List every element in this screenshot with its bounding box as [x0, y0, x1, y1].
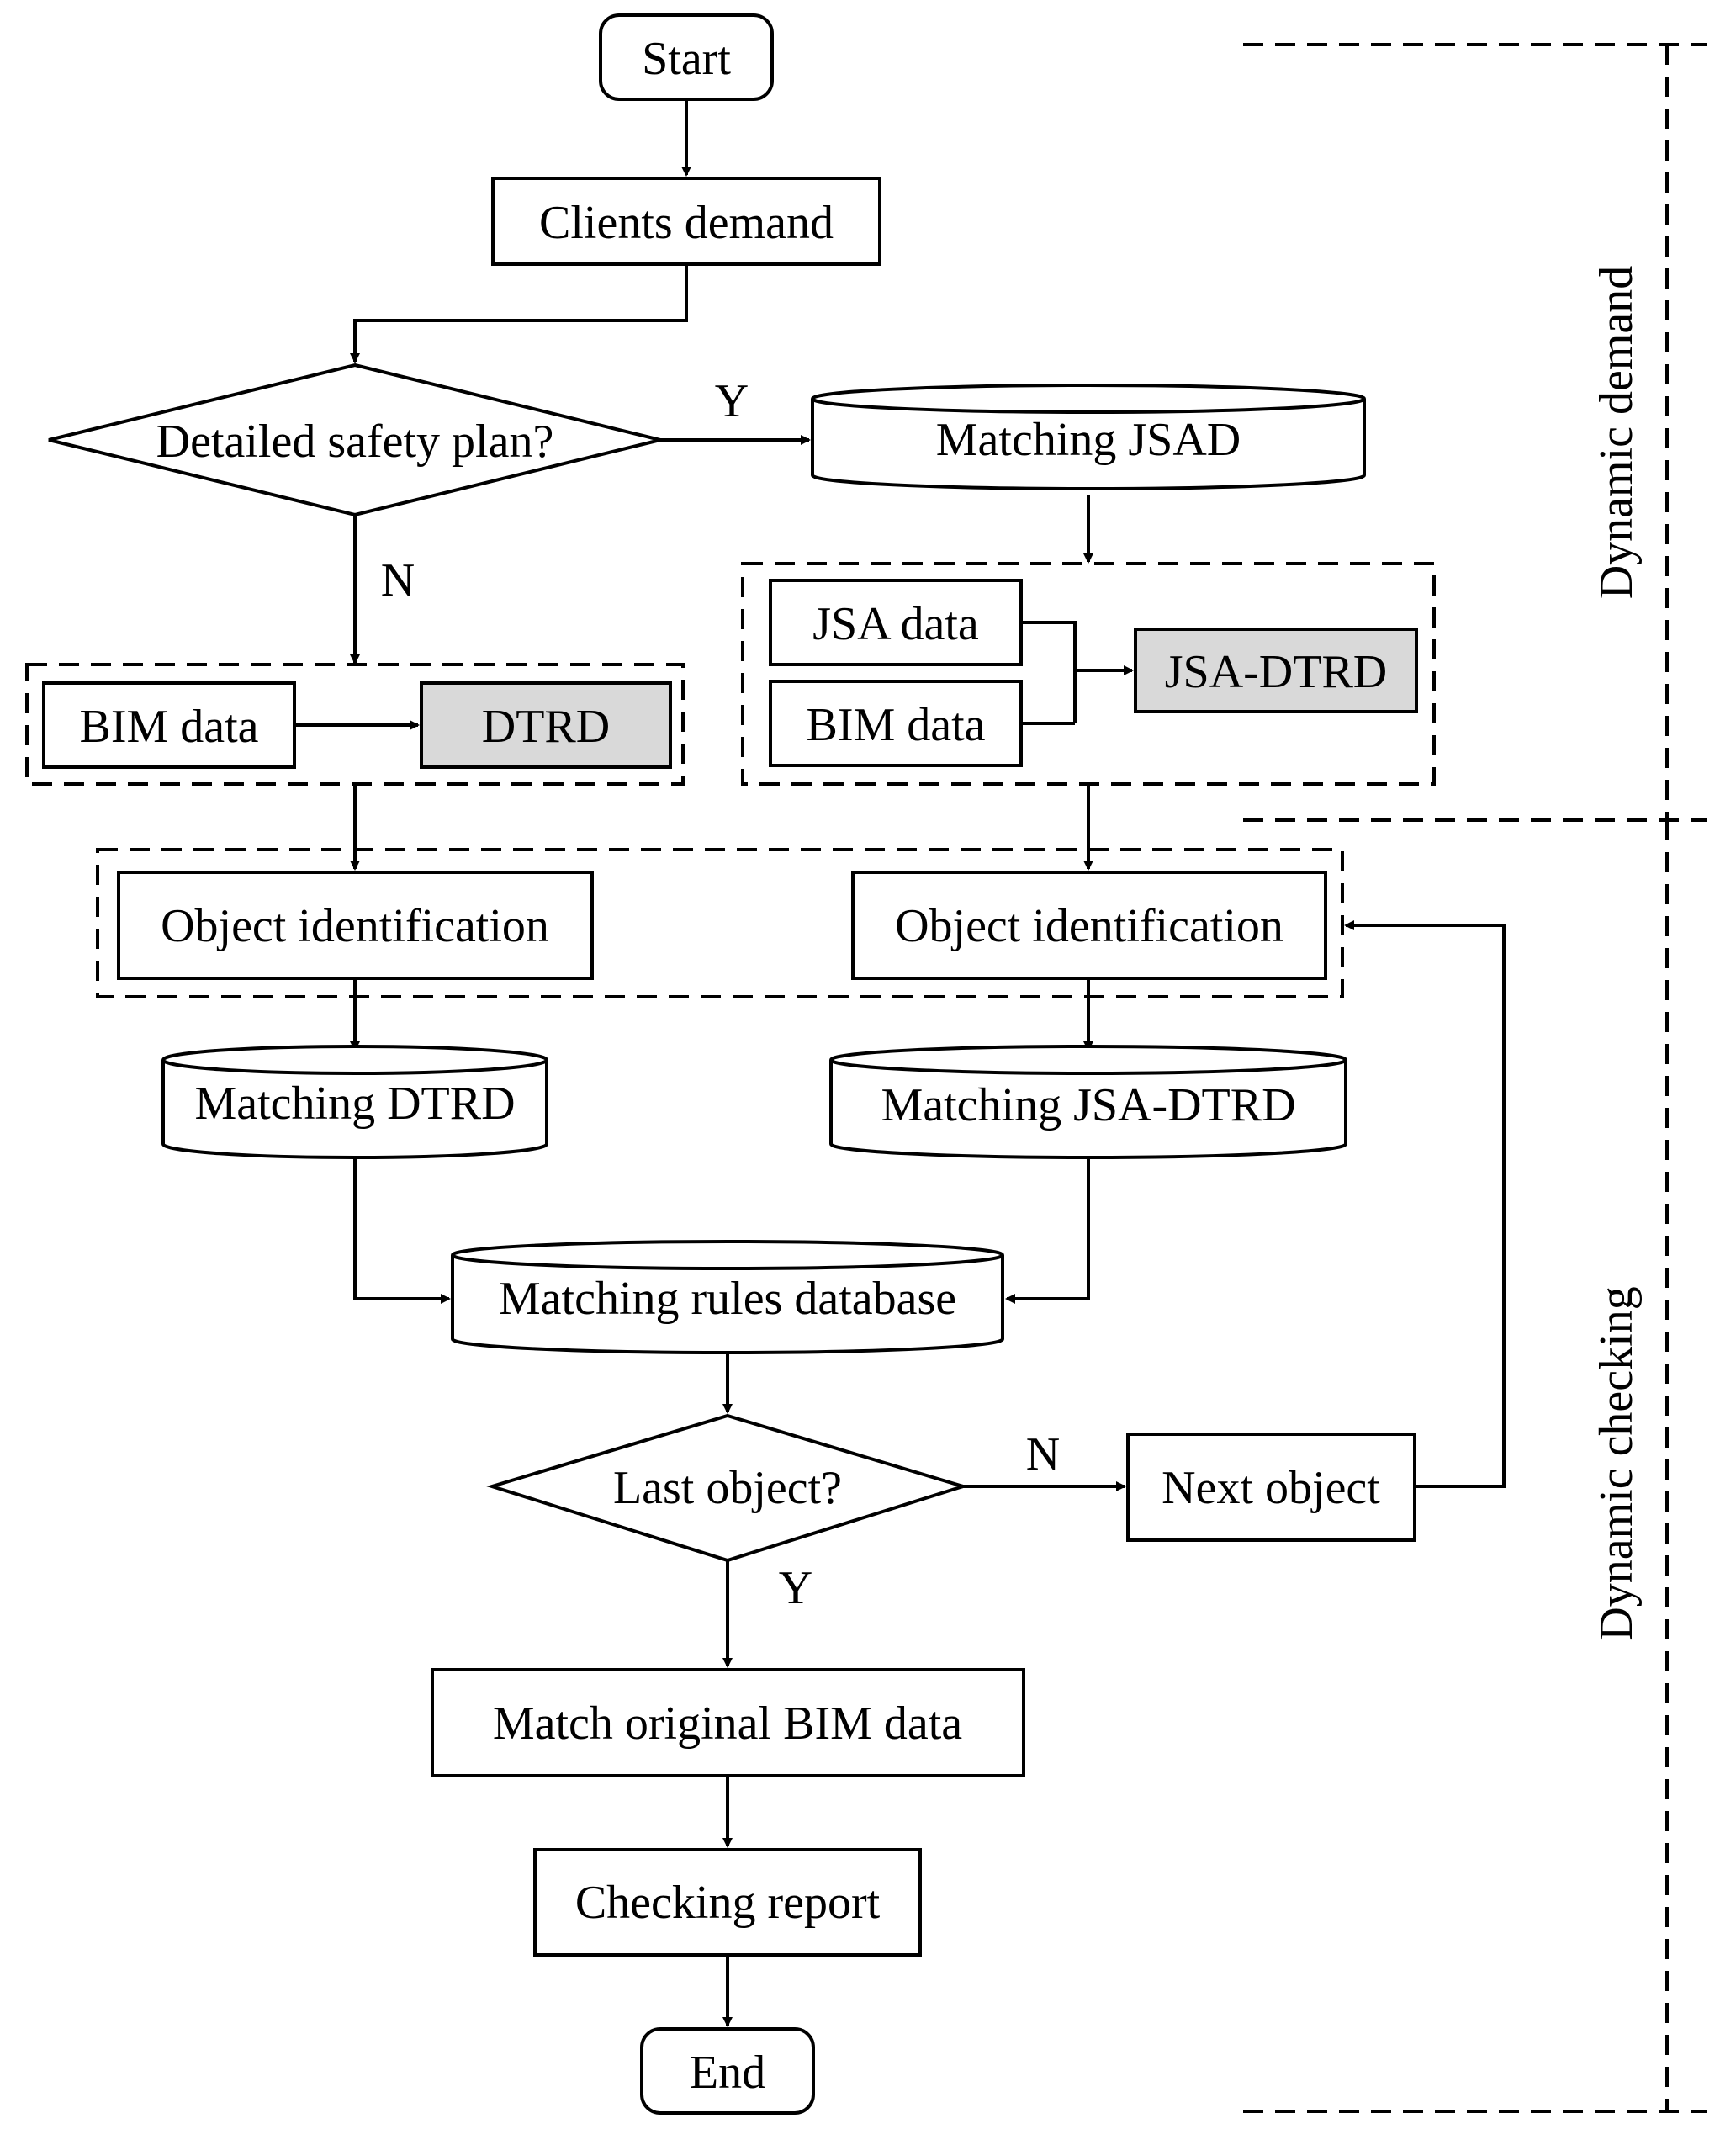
- node-matching-jsad-label: Matching JSAD: [936, 414, 1241, 466]
- node-dtrd: [420, 681, 672, 769]
- node-bim-data-left-label: BIM data: [79, 701, 258, 753]
- node-bim-data-right-label: BIM data: [806, 699, 985, 751]
- node-decision-safety-plan: [48, 363, 661, 517]
- node-clients-demand: [491, 177, 881, 266]
- node-start-label: Start: [642, 33, 731, 85]
- node-decision-last-object-label: Last object?: [613, 1462, 842, 1514]
- node-jsa-dtrd: [1134, 628, 1418, 713]
- node-matching-jsad-top: [811, 384, 1366, 414]
- node-checking-report-label: Checking report: [575, 1877, 881, 1929]
- node-match-original-bim-data-label: Match original BIM data: [493, 1697, 962, 1750]
- group-object-identification: [96, 848, 1344, 998]
- node-dtrd-label: DTRD: [482, 701, 610, 753]
- node-next-object: [1126, 1433, 1416, 1542]
- label-yes-last: Y: [779, 1562, 812, 1614]
- node-matching-jsad: [811, 399, 1366, 490]
- edge-jsa-dtrd-to-rules: [1005, 1157, 1090, 1304]
- section-label-dynamic-checking: Dynamic checking: [1590, 1286, 1643, 1640]
- node-matching-jsa-dtrd: [829, 1060, 1347, 1159]
- node-matching-dtrd-top: [161, 1045, 548, 1075]
- node-jsa-dtrd-label: JSA-DTRD: [1165, 646, 1387, 698]
- node-matching-jsa-dtrd-top: [829, 1045, 1347, 1075]
- node-jsa-data: [769, 579, 1023, 666]
- label-no-last: N: [1026, 1428, 1060, 1480]
- node-clients-demand-label: Clients demand: [539, 197, 834, 249]
- edge-next-loop: [1344, 920, 1506, 1488]
- node-end: [640, 2027, 815, 2115]
- node-matching-jsa-dtrd-label: Matching JSA-DTRD: [881, 1079, 1295, 1131]
- node-bim-data-right: [769, 680, 1023, 767]
- node-match-original-bim-data: [431, 1668, 1025, 1777]
- label-no-safety: N: [381, 554, 415, 606]
- edge-jsa-data-join: [1021, 621, 1077, 723]
- label-yes-safety: Y: [715, 375, 749, 427]
- node-matching-rules-database-top: [451, 1240, 1004, 1270]
- node-decision-safety-plan-label: Detailed safety plan?: [156, 416, 554, 468]
- node-start: [599, 13, 774, 101]
- node-object-identification-left: [117, 871, 594, 980]
- node-checking-report: [533, 1848, 922, 1957]
- node-jsa-data-label: JSA data: [812, 598, 979, 650]
- node-matching-dtrd: [161, 1060, 548, 1159]
- connectors: [294, 99, 1506, 2027]
- node-object-identification-right-label: Object identification: [895, 900, 1283, 952]
- section-label-dynamic-demand: Dynamic demand: [1590, 266, 1643, 600]
- node-matching-rules-database-label: Matching rules database: [499, 1273, 956, 1325]
- node-bim-data-left: [42, 681, 296, 769]
- edge-clients-to-decision: [350, 264, 688, 363]
- node-end-label: End: [690, 2047, 765, 2099]
- node-object-identification-right: [851, 871, 1327, 980]
- node-object-identification-left-label: Object identification: [161, 900, 549, 952]
- section-separators: [1243, 43, 1707, 2113]
- node-matching-dtrd-label: Matching DTRD: [194, 1078, 515, 1130]
- edge-dtrd-to-rules: [353, 1157, 451, 1304]
- node-next-object-label: Next object: [1162, 1462, 1380, 1514]
- node-decision-last-object: [486, 1413, 969, 1563]
- node-matching-rules-database: [451, 1255, 1004, 1354]
